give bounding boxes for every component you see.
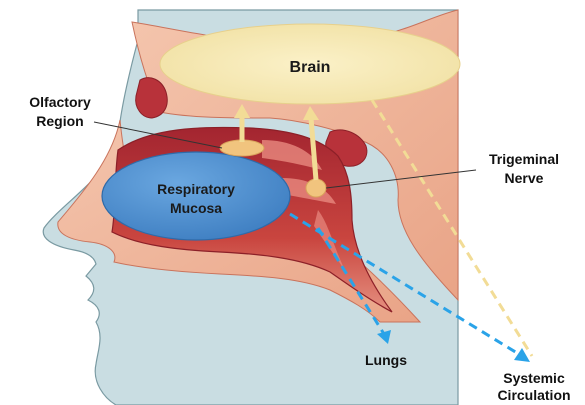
trigeminal-label-line1: Trigeminal (489, 151, 559, 167)
brain-label: Brain (290, 59, 331, 76)
olfactory-label-line1: Olfactory (29, 94, 91, 110)
olfactory-node (220, 140, 264, 156)
systemic-arrowhead (514, 348, 530, 362)
olfactory-label-line2: Region (36, 113, 83, 129)
respiratory-label-line2: Mucosa (170, 200, 222, 216)
trigeminal-node (306, 179, 326, 197)
trigeminal-label-line2: Nerve (505, 170, 544, 186)
systemic-label-line1: Systemic (503, 370, 565, 386)
lungs-label: Lungs (365, 352, 407, 368)
systemic-label-line2: Circulation (497, 387, 570, 403)
respiratory-label-line1: Respiratory (157, 181, 235, 197)
